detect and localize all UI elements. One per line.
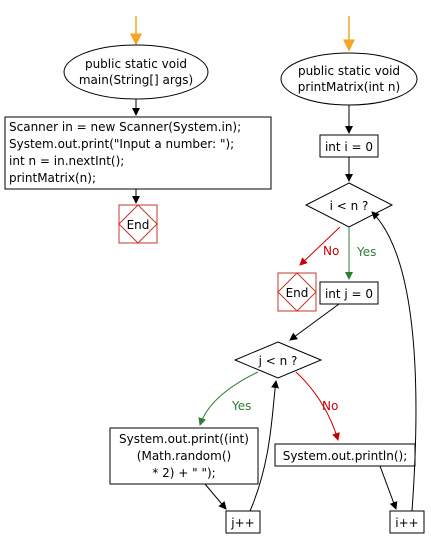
pm-edge-print-incj: [204, 483, 227, 510]
pm-init-i-label: int i = 0: [325, 140, 373, 154]
pm-cond-j-label: j < n ?: [258, 354, 298, 368]
pm-print-random-line1: System.out.print((int): [119, 432, 249, 446]
pm-signature-line1: public static void: [298, 64, 400, 78]
pm-no-j-label: No: [322, 399, 338, 413]
pm-cond-i-label: i < n ?: [330, 199, 369, 213]
pm-print-random-box: [109, 427, 259, 485]
pm-edge-cond-j-yes: [198, 371, 259, 426]
pm-edge-incj-loop: [249, 380, 280, 512]
pm-cond-j-diamond: [233, 341, 323, 379]
main-end-node: End: [118, 204, 158, 244]
main-start-oval: [63, 44, 209, 100]
main-code-line-3: int n = in.nextInt();: [9, 154, 124, 168]
pm-yes-i-label: Yes: [356, 245, 376, 259]
pm-edge-cond-i-no: [299, 226, 341, 266]
pm-inc-i-label: i++: [395, 516, 418, 530]
pm-edge-inci-loop: [371, 211, 417, 512]
main-end-label: End: [127, 218, 150, 232]
pm-start-oval: [280, 52, 418, 106]
pm-init-j-label: int j = 0: [325, 287, 373, 301]
pm-print-random-line2: (Math.random(): [137, 449, 231, 463]
pm-init-j-box: [319, 281, 379, 305]
main-code-line-1: Scanner in = new Scanner(System.in);: [9, 120, 241, 134]
main-signature-line1: public static void: [85, 57, 187, 71]
main-code-box: [4, 116, 272, 190]
pm-end-node: End: [277, 272, 317, 312]
main-signature-line2: main(String[] args): [79, 73, 193, 87]
pm-print-random-line3: * 2) + " ");: [152, 466, 215, 480]
pm-yes-j-label: Yes: [231, 399, 251, 413]
pm-signature-line2: printMatrix(int n): [298, 80, 400, 94]
pm-edge-println-inci: [379, 465, 398, 510]
pm-edge-cond-j-no: [295, 371, 340, 441]
pm-println-label: System.out.println();: [283, 449, 408, 463]
pm-inc-j-box: [225, 510, 261, 534]
pm-inc-j-label: j++: [230, 516, 254, 530]
main-code-line-4: printMatrix(n);: [9, 171, 96, 185]
main-code-line-2: System.out.print("Input a number: ");: [9, 137, 234, 151]
pm-inc-i-box: [389, 510, 425, 534]
pm-end-label: End: [286, 286, 309, 300]
pm-edge-init-j-cond: [289, 303, 340, 341]
pm-no-i-label: No: [323, 244, 339, 258]
